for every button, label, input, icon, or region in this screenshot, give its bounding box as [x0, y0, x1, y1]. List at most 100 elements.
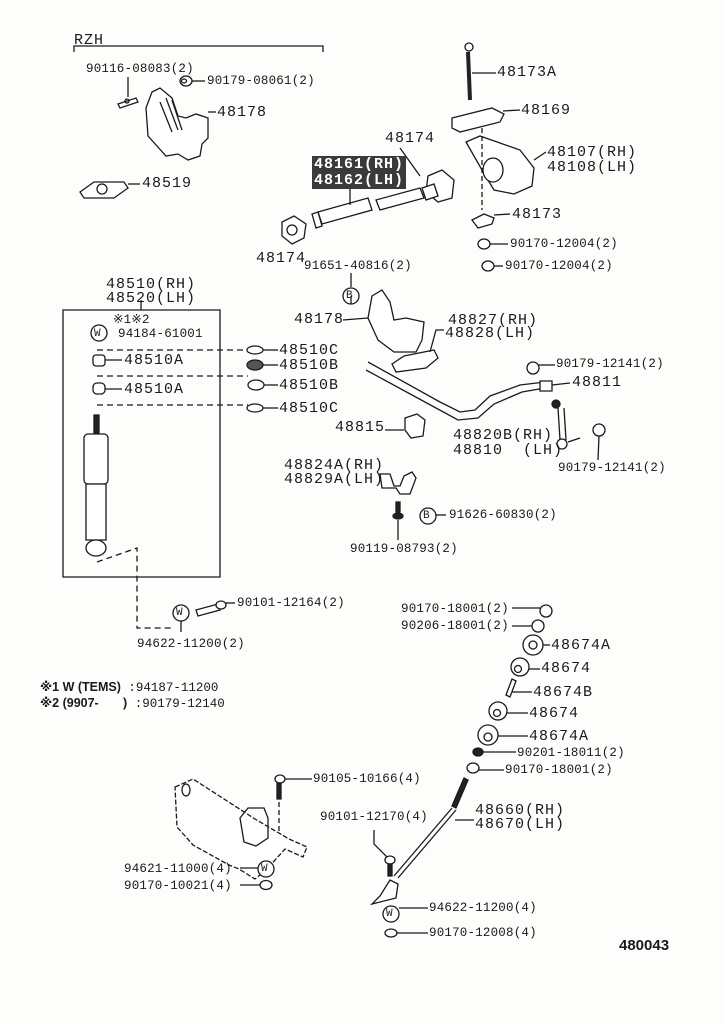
nut-90179-12141-b-drawing[interactable]: [593, 424, 605, 460]
label-washer-94621[interactable]: 94621-11000(4): [124, 862, 232, 876]
nut-90170-12008-drawing[interactable]: [385, 929, 428, 937]
label-bushing-48510A-b[interactable]: 48510A: [124, 381, 185, 398]
nut-90170-12004-a-drawing[interactable]: [478, 239, 508, 249]
washer-48510B-a-drawing[interactable]: [247, 360, 278, 370]
label-shock-absorber-rh[interactable]: 48510(RH): [106, 276, 197, 293]
cushion-48674A-a-drawing[interactable]: [523, 635, 550, 655]
shock-absorber-drawing[interactable]: [84, 415, 108, 556]
bushing-48510A-a-drawing[interactable]: [93, 355, 122, 366]
bracket-48178-mid-drawing[interactable]: [343, 290, 424, 352]
label-nut-90179-08061[interactable]: 90179-08061(2): [207, 74, 315, 88]
bracket-48178-top-drawing[interactable]: [146, 88, 216, 160]
cushion-48674-a-drawing[interactable]: [511, 658, 540, 676]
label-retainer-90206[interactable]: 90206-18001(2): [401, 619, 509, 633]
label-nut-90170-12004-a[interactable]: 90170-12004(2): [510, 237, 618, 251]
label-nut-90179-12141-a[interactable]: 90179-12141(2): [556, 357, 664, 371]
bolt-90101-12164-drawing[interactable]: [196, 601, 235, 616]
label-bushing-48510A-a[interactable]: 48510A: [124, 352, 185, 369]
label-anchor-48174-bottom[interactable]: 48174: [256, 250, 307, 267]
label-anchor-48174-top[interactable]: 48174: [385, 130, 436, 147]
label-washer-48510C-a[interactable]: 48510C: [279, 342, 340, 359]
label-washer-90201[interactable]: 90201-18011(2): [517, 746, 625, 760]
nut-90179-12141-a-drawing[interactable]: [527, 362, 555, 374]
label-link-48810-lh[interactable]: 48810 (LH): [453, 442, 564, 459]
label-washer-48510C-b[interactable]: 48510C: [279, 400, 340, 417]
label-nut-90170-18001-b[interactable]: 90170-18001(2): [505, 763, 613, 777]
strut-48660-drawing[interactable]: [372, 778, 474, 904]
bracket-48824A-drawing[interactable]: [380, 472, 416, 494]
label-bolt-90105[interactable]: 90105-10166(4): [313, 772, 421, 786]
label-bolt-48173A[interactable]: 48173A: [497, 64, 558, 81]
label-arm-48107-rh[interactable]: 48107(RH): [547, 144, 638, 161]
cushion-48674A-b-drawing[interactable]: [478, 725, 528, 745]
label-nut-90170-10021[interactable]: 90170-10021(4): [124, 879, 232, 893]
label-cushion-48674-b[interactable]: 48674: [529, 705, 580, 722]
label-bracket-48178-top[interactable]: 48178: [217, 104, 268, 121]
bolt-90119-drawing[interactable]: [393, 502, 403, 540]
nut-90170-12004-b-drawing[interactable]: [482, 261, 503, 271]
label-cushion-48674-a[interactable]: 48674: [541, 660, 592, 677]
nut-90170-18001-b-drawing[interactable]: [467, 763, 504, 773]
label-torsion-bar-rh[interactable]: 48161(RH): [312, 156, 407, 173]
cushion-48674-b-drawing[interactable]: [489, 702, 528, 720]
label-bracket-48811[interactable]: 48811: [572, 374, 623, 391]
label-bracket-48824A-rh[interactable]: 48824A(RH): [284, 457, 385, 474]
label-bracket-48829A-lh[interactable]: 48829A(LH): [284, 471, 385, 488]
nut-90170-10021-drawing[interactable]: [240, 881, 272, 890]
bolt-48173A-drawing[interactable]: [465, 43, 496, 100]
bolt-90105-drawing[interactable]: [275, 775, 312, 832]
link-48820B-drawing[interactable]: [552, 400, 580, 449]
label-torsion-bar-lh[interactable]: 48162(LH): [312, 172, 407, 189]
label-nut-90170-12004-b[interactable]: 90170-12004(2): [505, 259, 613, 273]
label-bolt-91651[interactable]: 91651-40816(2): [304, 259, 412, 273]
torsion-bar-drawing[interactable]: [312, 184, 438, 228]
label-washer-48510B-b[interactable]: 48510B: [279, 377, 340, 394]
seat-48173-drawing[interactable]: [472, 214, 510, 228]
label-washer-94622-4[interactable]: 94622-11200(4): [429, 901, 537, 915]
label-bolt-90101-12170[interactable]: 90101-12170(4): [320, 810, 428, 824]
bolt-90116-drawing[interactable]: [118, 77, 138, 108]
label-bushing-48815[interactable]: 48815: [335, 419, 386, 436]
stabilizer-bar-drawing[interactable]: [366, 362, 570, 420]
label-seat-48173[interactable]: 48173: [512, 206, 563, 223]
nut-90179-08061-drawing[interactable]: [180, 76, 205, 86]
label-bracket-48178-mid[interactable]: 48178: [294, 311, 345, 328]
label-arm-48108-lh[interactable]: 48108(LH): [547, 159, 638, 176]
label-bolt-91626[interactable]: 91626-60830(2): [449, 508, 557, 522]
collar-48674B-drawing[interactable]: [506, 679, 532, 697]
label-nut-90179-12141-b[interactable]: 90179-12141(2): [558, 461, 666, 475]
label-bracket-48828-lh[interactable]: 48828(LH): [445, 325, 536, 342]
arm-48169-drawing[interactable]: [452, 108, 520, 132]
label-nut-90170-18001-a[interactable]: 90170-18001(2): [401, 602, 509, 616]
label-strut-48670-lh[interactable]: 48670(LH): [475, 816, 566, 833]
label-washer-94184[interactable]: 94184-61001: [118, 327, 203, 341]
label-arm-48169[interactable]: 48169: [521, 102, 572, 119]
label-bolt-90119[interactable]: 90119-08793(2): [350, 542, 458, 556]
label-cushion-48674A-b[interactable]: 48674A: [529, 728, 590, 745]
washer-48510C-a-drawing[interactable]: [247, 346, 278, 354]
bolt-90101-12170-drawing[interactable]: [374, 830, 395, 876]
plate-48519-drawing[interactable]: [80, 182, 140, 198]
label-nut-90170-12008[interactable]: 90170-12008(4): [429, 926, 537, 940]
label-collar-48674B[interactable]: 48674B: [533, 684, 594, 701]
label-bolt-90101-12164[interactable]: 90101-12164(2): [237, 596, 345, 610]
anchor-48174-bottom-drawing[interactable]: [282, 216, 306, 244]
label-bracket-48827-rh[interactable]: 48827(RH): [448, 312, 539, 329]
bushing-48815-drawing[interactable]: [385, 414, 425, 438]
label-bolt-90116[interactable]: 90116-08083(2): [86, 62, 194, 76]
label-washer-48510B-a[interactable]: 48510B: [279, 357, 340, 374]
label-plate-48519[interactable]: 48519: [142, 175, 193, 192]
label-link-48820B-rh[interactable]: 48820B(RH): [453, 427, 554, 444]
bracket-48827-drawing[interactable]: [392, 330, 444, 372]
washer-48510B-b-drawing[interactable]: [248, 380, 278, 390]
label-washer-94622-2[interactable]: 94622-11200(2): [137, 637, 245, 651]
retainer-90206-drawing[interactable]: [512, 620, 544, 632]
label-cushion-48674A-a[interactable]: 48674A: [551, 637, 612, 654]
bushing-48510A-b-drawing[interactable]: [93, 383, 122, 394]
lower-bracket-drawing[interactable]: [175, 779, 307, 879]
label-shock-absorber-lh[interactable]: 48520(LH): [106, 290, 197, 307]
arm-48107-drawing[interactable]: [466, 128, 546, 210]
washer-90201-drawing[interactable]: [473, 748, 516, 756]
nut-90170-18001-a-drawing[interactable]: [512, 605, 552, 617]
washer-48510C-b-drawing[interactable]: [247, 404, 278, 412]
